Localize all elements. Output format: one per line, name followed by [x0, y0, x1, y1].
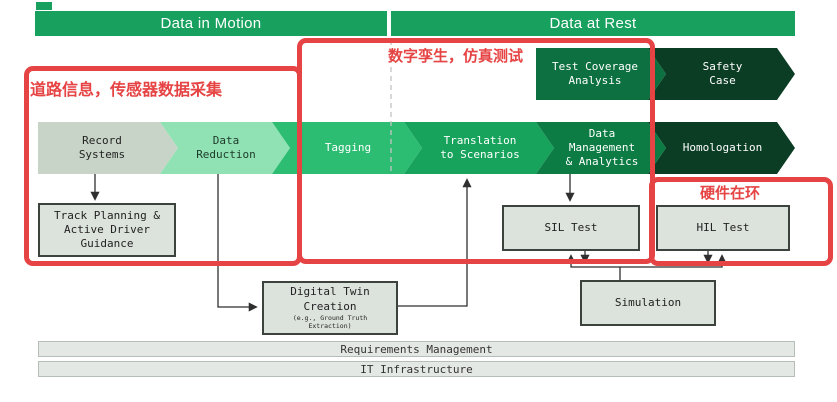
box-hil-test: HIL Test — [656, 205, 790, 251]
chevron-safety-case: Safety Case — [648, 48, 795, 100]
chevron-translation-to-scenarios-label: Translation to Scenarios — [440, 133, 520, 161]
box-digital-twin-creation-title: Digital Twin Creation — [290, 285, 370, 313]
bar-requirements-management: Requirements Management — [38, 341, 795, 357]
chevron-homologation-label: Homologation — [682, 140, 763, 154]
chevron-data-management-analytics: Data Management & Analytics — [536, 122, 666, 174]
header-data-at-rest: Data at Rest — [391, 11, 795, 36]
box-digital-twin-creation-subtitle: (e.g., Ground Truth Extraction) — [292, 314, 368, 330]
bar-it-infrastructure: IT Infrastructure — [38, 361, 795, 377]
annotation-label-data-collection: 道路信息，传感器数据采集 — [30, 82, 223, 99]
chevron-test-coverage-analysis-label: Test Coverage Analysis — [551, 59, 639, 87]
chevron-safety-case-label: Safety Case — [702, 59, 743, 87]
box-simulation-label: Simulation — [614, 295, 682, 309]
chevron-translation-to-scenarios: Translation to Scenarios — [404, 122, 554, 174]
box-sil-test: SIL Test — [502, 205, 640, 251]
box-sil-test-label: SIL Test — [544, 220, 598, 234]
box-digital-twin-creation: Digital Twin Creation (e.g., Ground Trut… — [262, 281, 398, 335]
annotation-frame-hardware-in-loop — [649, 177, 833, 266]
box-track-planning-label: Track Planning & Active Driver Guidance — [54, 208, 160, 251]
box-track-planning: Track Planning & Active Driver Guidance — [38, 203, 176, 257]
annotation-frame-digital-twin — [297, 38, 655, 264]
box-hil-test-label: HIL Test — [696, 220, 750, 234]
bar-it-infrastructure-label: IT Infrastructure — [360, 362, 473, 376]
chevron-homologation: Homologation — [648, 122, 795, 174]
box-simulation: Simulation — [580, 280, 716, 326]
annotation-label-digital-twin: 数字孪生，仿真测试 — [388, 48, 524, 65]
chevron-data-reduction-label: Data Reduction — [196, 133, 256, 161]
chevron-tagging-label: Tagging — [324, 140, 372, 154]
chevron-data-management-analytics-label: Data Management & Analytics — [565, 126, 639, 169]
corner-mark — [36, 2, 52, 10]
annotation-label-hardware-in-loop: 硬件在环 — [700, 185, 761, 202]
chevron-record-systems-label: Record Systems — [78, 133, 126, 161]
bar-requirements-management-label: Requirements Management — [340, 342, 493, 356]
chevron-data-reduction: Data Reduction — [160, 122, 290, 174]
chevron-test-coverage-analysis: Test Coverage Analysis — [536, 48, 666, 100]
header-data-at-rest-label: Data at Rest — [549, 15, 637, 32]
header-data-in-motion-label: Data in Motion — [160, 15, 262, 32]
chevron-record-systems: Record Systems — [38, 122, 178, 174]
header-data-in-motion: Data in Motion — [35, 11, 387, 36]
